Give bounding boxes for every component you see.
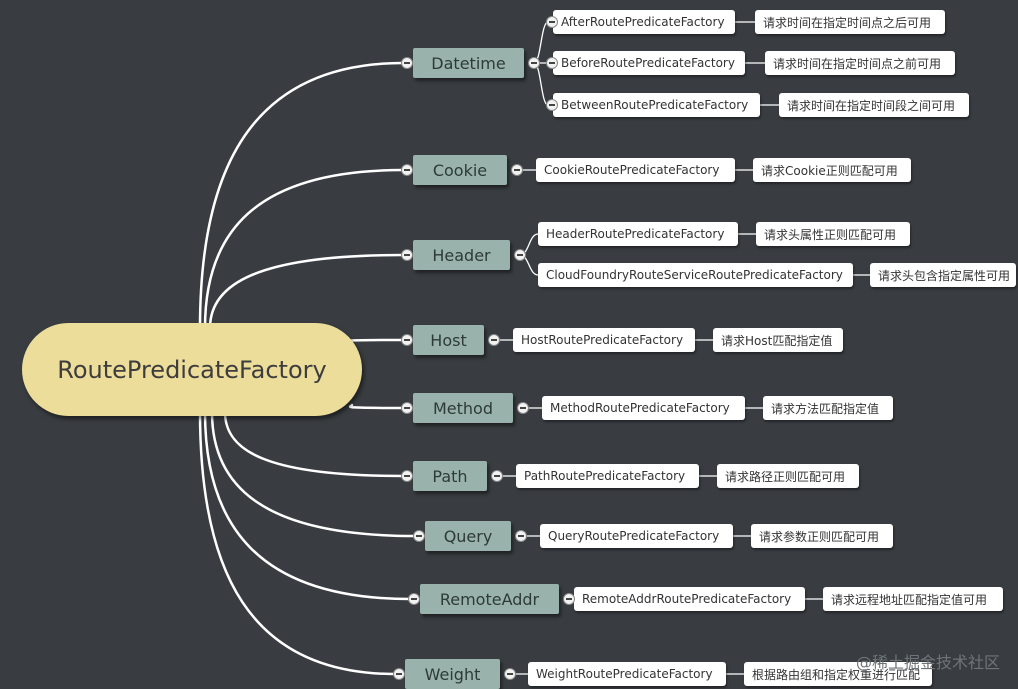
- factory-desc: 请求Host匹配指定值: [721, 333, 833, 348]
- factory-remoteaddr[interactable]: RemoteAddrRoutePredicateFactory: [574, 587, 805, 611]
- factory-path[interactable]: PathRoutePredicateFactory: [516, 464, 699, 488]
- factory-name: CookieRoutePredicateFactory: [544, 163, 720, 177]
- connector-line: [533, 62, 549, 106]
- collapse-toggle-icon[interactable]: [401, 57, 413, 69]
- collapse-toggle-icon[interactable]: [504, 668, 516, 680]
- factory-desc: 请求Cookie正则匹配可用: [761, 163, 898, 178]
- category-datetime[interactable]: Datetime: [413, 48, 524, 78]
- factory-name: BeforeRoutePredicateFactory: [561, 56, 735, 70]
- factory-desc: 请求时间在指定时间点之后可用: [763, 15, 932, 30]
- category-header[interactable]: Header: [413, 240, 510, 270]
- desc-header: 请求头属性正则匹配可用: [756, 222, 910, 246]
- category-label: Path: [432, 466, 468, 486]
- factory-name: HeaderRoutePredicateFactory: [546, 227, 725, 241]
- factory-query[interactable]: QueryRoutePredicateFactory: [540, 524, 733, 548]
- factory-name: WeightRoutePredicateFactory: [536, 667, 713, 681]
- category-label: Cookie: [432, 160, 488, 180]
- connector-line: [208, 253, 405, 330]
- collapse-toggle-icon[interactable]: [393, 668, 405, 680]
- factory-desc: 请求远程地址匹配指定值可用: [831, 592, 988, 607]
- desc-cookie: 请求Cookie正则匹配可用: [753, 158, 911, 182]
- root-node[interactable]: RoutePredicateFactory: [22, 323, 362, 416]
- collapse-toggle-icon[interactable]: [546, 99, 558, 111]
- category-host[interactable]: Host: [413, 325, 484, 355]
- collapse-toggle-icon[interactable]: [401, 470, 413, 482]
- connector-line: [198, 410, 397, 676]
- category-label: Method: [432, 398, 493, 418]
- desc-before: 请求时间在指定时间点之前可用: [765, 51, 955, 75]
- desc-cloudfoundry: 请求头包含指定属性可用: [870, 263, 1016, 287]
- category-path[interactable]: Path: [413, 461, 487, 491]
- factory-before[interactable]: BeforeRoutePredicateFactory: [553, 51, 745, 75]
- collapse-toggle-icon[interactable]: [515, 530, 527, 542]
- collapse-toggle-icon[interactable]: [408, 593, 420, 605]
- factory-desc: 请求时间在指定时间点之前可用: [773, 56, 942, 71]
- factory-desc: 请求头属性正则匹配可用: [764, 227, 897, 242]
- collapse-toggle-icon[interactable]: [514, 249, 526, 261]
- factory-name: AfterRoutePredicateFactory: [561, 15, 725, 29]
- connector-line: [198, 61, 405, 330]
- connector-line: [223, 410, 405, 478]
- desc-method: 请求方法匹配指定值: [763, 396, 893, 420]
- desc-remoteaddr: 请求远程地址匹配指定值可用: [823, 587, 1003, 611]
- desc-path: 请求路径正则匹配可用: [717, 464, 859, 488]
- collapse-toggle-icon[interactable]: [413, 530, 425, 542]
- factory-name: RemoteAddrRoutePredicateFactory: [582, 592, 792, 606]
- desc-after: 请求时间在指定时间点之后可用: [755, 10, 945, 34]
- connector-line: [210, 410, 417, 538]
- factory-name: PathRoutePredicateFactory: [524, 469, 686, 483]
- category-remoteaddr[interactable]: RemoteAddr: [420, 584, 559, 614]
- desc-host: 请求Host匹配指定值: [713, 328, 843, 352]
- collapse-toggle-icon[interactable]: [546, 57, 558, 69]
- factory-name: HostRoutePredicateFactory: [521, 333, 684, 347]
- desc-weight: 根据路由组和指定权重进行匹配: [744, 662, 932, 686]
- collapse-toggle-icon[interactable]: [401, 402, 413, 414]
- collapse-toggle-icon[interactable]: [488, 334, 500, 346]
- category-label: Query: [443, 526, 493, 546]
- collapse-toggle-icon[interactable]: [491, 470, 503, 482]
- factory-method[interactable]: MethodRoutePredicateFactory: [542, 396, 745, 420]
- category-label: Header: [432, 245, 491, 265]
- factory-name: MethodRoutePredicateFactory: [550, 401, 730, 415]
- category-weight[interactable]: Weight: [405, 659, 500, 689]
- factory-header[interactable]: HeaderRoutePredicateFactory: [538, 222, 738, 246]
- watermark: @稀土掘金技术社区: [855, 653, 1000, 672]
- connector-line: [203, 168, 405, 330]
- category-label: Datetime: [431, 53, 506, 73]
- category-label: Weight: [424, 664, 481, 684]
- category-method[interactable]: Method: [413, 393, 513, 423]
- collapse-toggle-icon[interactable]: [511, 164, 523, 176]
- factory-desc: 请求时间在指定时间段之间可用: [787, 98, 956, 113]
- category-query[interactable]: Query: [425, 521, 511, 551]
- collapse-toggle-icon[interactable]: [517, 402, 529, 414]
- collapse-toggle-icon[interactable]: [401, 334, 413, 346]
- collapse-toggle-icon[interactable]: [528, 57, 540, 69]
- factory-name: BetweenRoutePredicateFactory: [561, 98, 749, 112]
- collapse-toggle-icon[interactable]: [563, 593, 575, 605]
- category-cookie[interactable]: Cookie: [413, 155, 507, 185]
- factory-desc: 根据路由组和指定权重进行匹配: [752, 667, 921, 682]
- connector-line: [203, 410, 412, 601]
- factory-weight[interactable]: WeightRoutePredicateFactory: [528, 662, 726, 686]
- category-label: RemoteAddr: [439, 589, 540, 609]
- factory-between[interactable]: BetweenRoutePredicateFactory: [553, 93, 760, 117]
- factory-name: CloudFoundryRouteServiceRoutePredicateFa…: [546, 268, 843, 282]
- connector-line: [348, 403, 405, 410]
- factory-after[interactable]: AfterRoutePredicateFactory: [553, 10, 735, 34]
- factory-cookie[interactable]: CookieRoutePredicateFactory: [536, 158, 735, 182]
- desc-query: 请求参数正则匹配可用: [751, 524, 893, 548]
- factory-name: QueryRoutePredicateFactory: [548, 529, 720, 543]
- collapse-toggle-icon[interactable]: [401, 249, 413, 261]
- category-label: Host: [430, 330, 467, 350]
- factory-cloudfoundry[interactable]: CloudFoundryRouteServiceRoutePredicateFa…: [538, 263, 853, 287]
- factory-desc: 请求路径正则匹配可用: [725, 469, 846, 484]
- collapse-toggle-icon[interactable]: [401, 164, 413, 176]
- factory-host[interactable]: HostRoutePredicateFactory: [513, 328, 695, 352]
- collapse-toggle-icon[interactable]: [546, 16, 558, 28]
- factory-desc: 请求方法匹配指定值: [771, 401, 880, 416]
- factory-desc: 请求头包含指定属性可用: [878, 268, 1011, 283]
- root-node-label: RoutePredicateFactory: [57, 355, 327, 384]
- desc-between: 请求时间在指定时间段之间可用: [779, 93, 969, 117]
- factory-desc: 请求参数正则匹配可用: [759, 529, 880, 544]
